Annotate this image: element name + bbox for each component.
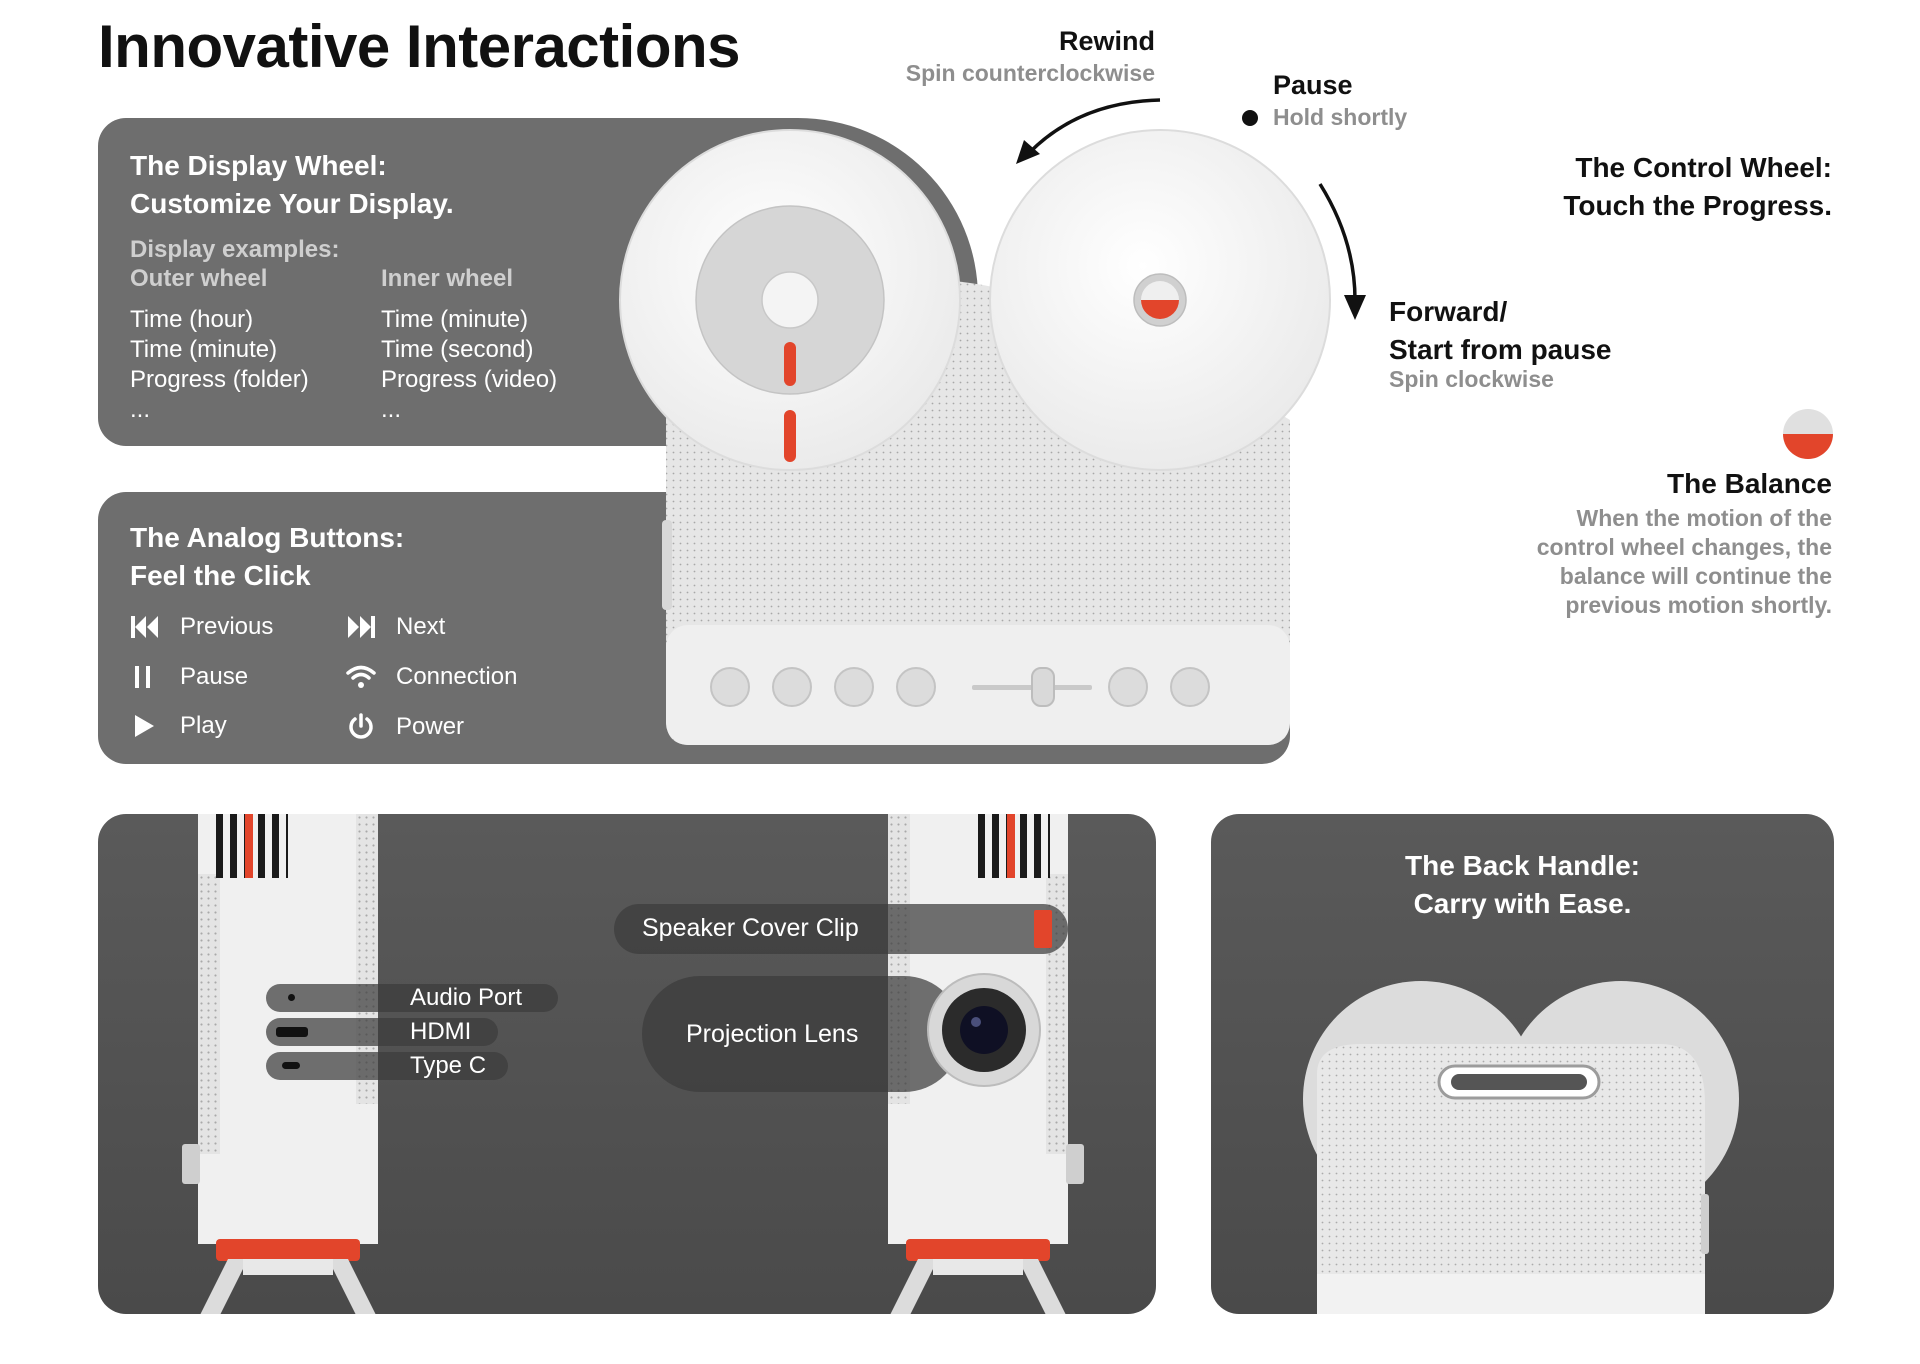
list-item: Progress (video): [381, 366, 558, 393]
rewind-label: Rewind: [1058, 26, 1155, 56]
type-c-port-icon: [282, 1062, 300, 1069]
play-icon: [135, 715, 154, 737]
wifi-icon: [346, 665, 376, 688]
next-icon: [348, 616, 375, 638]
back-handle-panel: The Back Handle: Carry with Ease.: [1211, 814, 1834, 1314]
inner-wheel-list: Time (minute) Time (second) Progress (vi…: [381, 308, 557, 428]
hdmi-pill: HDMI: [266, 1018, 498, 1046]
legend-power: Power: [346, 713, 464, 741]
display-wheel: [619, 129, 961, 471]
speaker-cover-clip-pill: Speaker Cover Clip: [614, 904, 1068, 954]
list-item: ...: [130, 396, 151, 423]
balance-icon: [1783, 409, 1833, 459]
device-front-illustration: [619, 129, 1331, 745]
tripod-mount: [216, 1239, 360, 1261]
display-examples-label: Display examples:: [130, 236, 340, 263]
forward-hint: Spin clockwise: [1389, 366, 1554, 392]
projection-lens: [927, 973, 1041, 1087]
list-item: Progress (folder): [130, 366, 309, 393]
previous-icon: [131, 616, 158, 638]
speaker-grille-strip: [198, 874, 220, 1154]
legend-pause: Pause: [130, 664, 248, 690]
button-row: [710, 667, 1210, 707]
analog-buttons-title: The Analog Buttons: Feel the Click: [130, 522, 405, 591]
legend-next: Next: [346, 614, 445, 640]
list-item: ...: [381, 396, 402, 423]
pause-dot: [1242, 110, 1258, 126]
audio-port-icon: [288, 994, 295, 1001]
rewind-arrow: [1016, 98, 1161, 164]
device-back-illustration: [1303, 981, 1739, 1314]
back-handle-title: The Back Handle: Carry with Ease.: [1405, 850, 1640, 919]
control-wheel-title: The Control Wheel: Touch the Progress.: [1563, 152, 1832, 221]
side-view-panel: Audio Port HDMI Type C Speaker Cover Cli…: [98, 814, 1156, 1314]
control-wheel: [989, 129, 1331, 471]
side-knob: [1066, 1144, 1084, 1184]
outer-wheel-list: Time (hour) Time (minute) Progress (fold…: [130, 308, 309, 428]
outer-wheel-header: Outer wheel: [130, 265, 268, 292]
vent-accent: [1007, 814, 1015, 878]
side-knob: [182, 1144, 200, 1184]
list-item: Time (minute): [130, 336, 278, 363]
tripod-mount: [906, 1239, 1050, 1261]
pause-icon: [135, 666, 150, 688]
list-item: Time (second): [381, 336, 534, 363]
legend-previous: Previous: [130, 614, 273, 640]
balance-title: The Balance: [1667, 468, 1832, 499]
balance-description: When the motion of the control wheel cha…: [1536, 505, 1832, 618]
tripod-legs: [200, 1259, 376, 1314]
audio-port-pill: Audio Port: [266, 984, 558, 1012]
tripod-legs: [890, 1259, 1066, 1314]
legend-connection: Connection: [346, 664, 517, 690]
power-icon: [349, 713, 373, 739]
legend-play: Play: [130, 713, 227, 739]
page-title: Innovative Interactions: [98, 13, 741, 80]
pause-label: Pause: [1273, 70, 1353, 100]
rewind-hint: Spin counterclockwise: [905, 60, 1155, 86]
vent-accent: [245, 814, 253, 878]
forward-arrow: [1318, 183, 1366, 320]
display-wheel-title: The Display Wheel: Customize Your Displa…: [130, 150, 454, 219]
list-item: Time (minute): [381, 306, 529, 333]
clip-accent: [1034, 910, 1052, 948]
hdmi-port-icon: [276, 1027, 308, 1037]
projection-lens-pill: Projection Lens: [642, 976, 962, 1092]
inner-wheel-header: Inner wheel: [381, 265, 514, 292]
pause-hint: Hold shortly: [1273, 104, 1408, 130]
list-item: Time (hour): [130, 306, 254, 333]
forward-label: Forward/ Start from pause: [1389, 296, 1612, 365]
type-c-pill: Type C: [266, 1052, 508, 1080]
